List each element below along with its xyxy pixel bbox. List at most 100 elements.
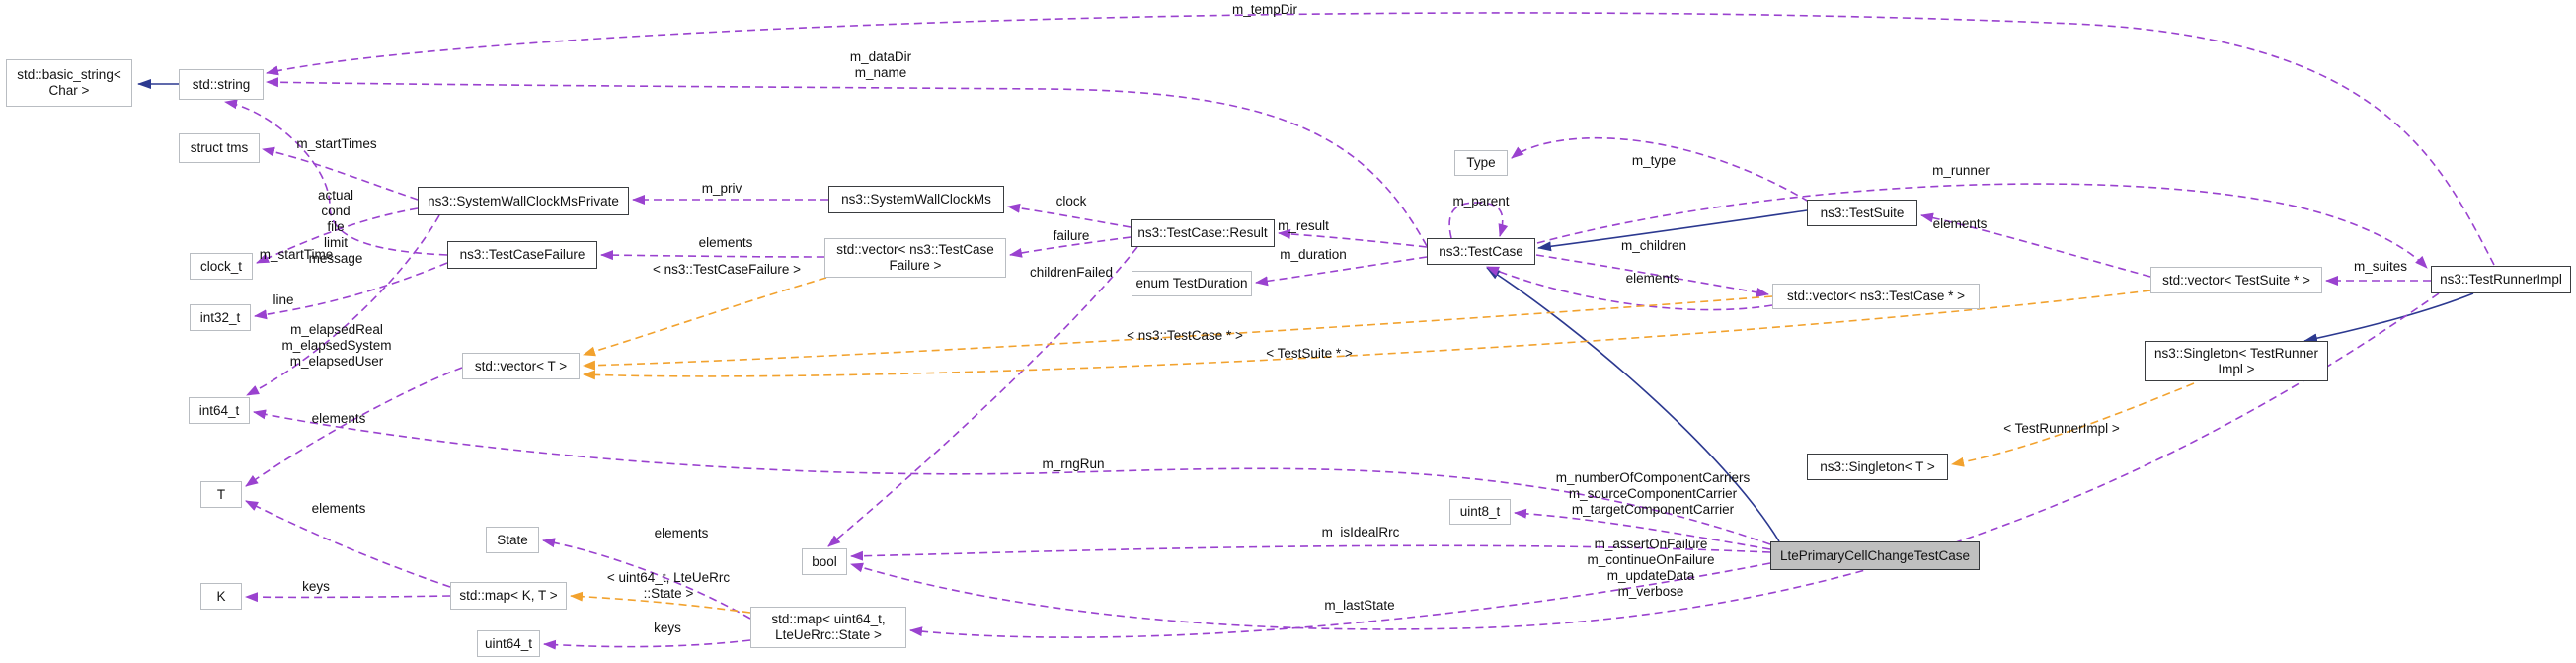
node-label-line: bool: [812, 553, 837, 569]
edge-keys-map-u64: [543, 639, 751, 650]
edge-m-parent: [1448, 202, 1509, 239]
node-label-line: ns3::TestSuite: [1820, 205, 1905, 220]
edge-elements-vec-t: [245, 367, 463, 487]
edge-m-startTimes: [262, 146, 419, 201]
node-label-line: Type: [1466, 155, 1496, 170]
node-vector-t[interactable]: std::vector< T >: [462, 353, 580, 379]
edge-tpl-vec-ts: [583, 290, 2151, 380]
node-label-line: Impl >: [2218, 361, 2255, 376]
edge-m-runner: [1536, 183, 2428, 269]
edge-line: [254, 262, 448, 320]
node-map-k-t[interactable]: std::map< K, T >: [450, 582, 567, 610]
edge-tpl-vec-tcf: [583, 277, 827, 357]
node-uint64-t[interactable]: uint64_t: [477, 630, 540, 657]
node-label-line: State: [497, 532, 528, 547]
edge-m-type: [1511, 136, 1810, 203]
edge-suite-inherits-case: [1537, 209, 1808, 252]
node-label-line: Failure >: [889, 258, 942, 273]
node-enum-test-duration[interactable]: enum TestDuration: [1132, 271, 1252, 296]
node-vector-test-suite-ptr[interactable]: std::vector< TestSuite * >: [2150, 267, 2322, 293]
node-label-line: T: [216, 486, 226, 502]
node-t-param[interactable]: T: [200, 481, 242, 508]
node-k-param[interactable]: K: [200, 583, 242, 610]
edge-elements-tcf: [600, 250, 825, 261]
node-label-line: std::vector< T >: [474, 358, 568, 373]
edge-m-lastState: [909, 562, 1771, 638]
node-singleton-t[interactable]: ns3::Singleton< T >: [1807, 454, 1948, 480]
node-system-wall-clock-ms[interactable]: ns3::SystemWallClockMs: [828, 186, 1004, 213]
edge-m-assert-flags: [850, 292, 2440, 630]
edge-elements-vec-ts: [1920, 212, 2151, 278]
edge-elements-map-u64: [542, 538, 751, 620]
node-label-line: clock_t: [199, 258, 243, 274]
node-label-line: enum TestDuration: [1135, 276, 1248, 290]
edge-m-isIdealRrc: [850, 544, 1771, 561]
edge-m-tempDir: [266, 12, 2495, 266]
edge-tpl-vec-tc: [583, 295, 1773, 371]
node-label-line: K: [216, 588, 226, 604]
node-label-line: std::string: [192, 76, 251, 92]
node-test-runner-impl[interactable]: ns3::TestRunnerImpl: [2431, 266, 2571, 293]
node-system-wall-clock-ms-private[interactable]: ns3::SystemWallClockMsPrivate: [418, 187, 629, 215]
node-clock-t[interactable]: clock_t: [190, 253, 253, 280]
node-label-line: std::vector< ns3::TestCase: [836, 242, 994, 257]
node-uint8-t[interactable]: uint8_t: [1449, 499, 1511, 525]
node-struct-tms[interactable]: struct tms: [179, 133, 260, 163]
edge-tpl-test-runner-impl: [1951, 382, 2195, 467]
node-label-line: ns3::TestCase: [1439, 243, 1523, 259]
edge-m-result: [1278, 228, 1428, 248]
node-label-line: std::basic_string<: [17, 67, 121, 82]
edge-failure: [1009, 236, 1132, 258]
node-label-line: struct tms: [190, 140, 249, 155]
node-test-case[interactable]: ns3::TestCase: [1427, 238, 1535, 265]
node-label-line: ns3::Singleton< TestRunner: [2154, 345, 2318, 361]
node-label-line: ns3::TestRunnerImpl: [2440, 272, 2562, 287]
node-label-line: ns3::SystemWallClockMs: [841, 192, 991, 207]
edge-elements-vec-tc: [1486, 266, 1773, 311]
edge-keys-map-kt: [245, 592, 451, 603]
node-label-line: std::vector< ns3::TestCase * >: [1786, 289, 1966, 303]
edge-m-component-carriers: [1514, 508, 1771, 550]
node-label-line: Char >: [48, 83, 90, 98]
node-label-line: ns3::Singleton< T >: [1820, 458, 1935, 474]
node-type[interactable]: Type: [1454, 150, 1508, 176]
edge-tpl-map-u64: [570, 591, 751, 614]
node-std-string[interactable]: std::string: [179, 69, 264, 100]
node-std-basic-string[interactable]: std::basic_string<Char >: [6, 59, 132, 107]
node-label-line: LteUeRrc::State >: [775, 627, 882, 642]
node-state[interactable]: State: [486, 527, 539, 553]
edge-m-children: [1535, 254, 1769, 297]
node-label-line: uint8_t: [1459, 504, 1501, 519]
node-label-line: int64_t: [198, 402, 240, 418]
node-map-uint64-lteuerrc-state[interactable]: std::map< uint64_t,LteUeRrc::State >: [750, 607, 906, 648]
node-test-case-failure[interactable]: ns3::TestCaseFailure: [447, 241, 597, 269]
node-label-line: ns3::TestCaseFailure: [459, 247, 585, 262]
edge-m-duration: [1255, 256, 1428, 287]
node-test-case-result[interactable]: ns3::TestCase::Result: [1131, 219, 1275, 247]
node-int64-t[interactable]: int64_t: [189, 397, 250, 424]
edge-elements-map-kt: [245, 500, 451, 588]
node-label-line: uint64_t: [484, 635, 533, 651]
node-int32-t[interactable]: int32_t: [190, 304, 251, 331]
node-bool[interactable]: bool: [802, 548, 847, 575]
node-label-line: ns3::SystemWallClockMsPrivate: [428, 193, 619, 208]
edge-runner-inherits-singleton: [2303, 292, 2474, 344]
node-label-line: std::map< uint64_t,: [771, 612, 886, 626]
node-label-line: std::vector< TestSuite * >: [2162, 272, 2310, 288]
node-label-line: ns3::TestCase::Result: [1137, 225, 1268, 240]
edge-clock: [1007, 203, 1132, 228]
node-label-line: std::map< K, T >: [459, 588, 558, 603]
node-test-suite[interactable]: ns3::TestSuite: [1807, 200, 1917, 226]
node-vector-test-case-ptr[interactable]: std::vector< ns3::TestCase * >: [1772, 284, 1980, 309]
edge-m-startTime: [256, 207, 419, 264]
edge-m-rngRun: [253, 409, 1771, 545]
node-label-line: LtePrimaryCellChangeTestCase: [1779, 547, 1971, 563]
node-label-line: int32_t: [199, 309, 241, 325]
edge-tcf-strings: [224, 99, 448, 256]
node-lte-primary-cell-change-test-case[interactable]: LtePrimaryCellChangeTestCase: [1770, 541, 1980, 570]
edge-children-failed: [827, 246, 1138, 547]
